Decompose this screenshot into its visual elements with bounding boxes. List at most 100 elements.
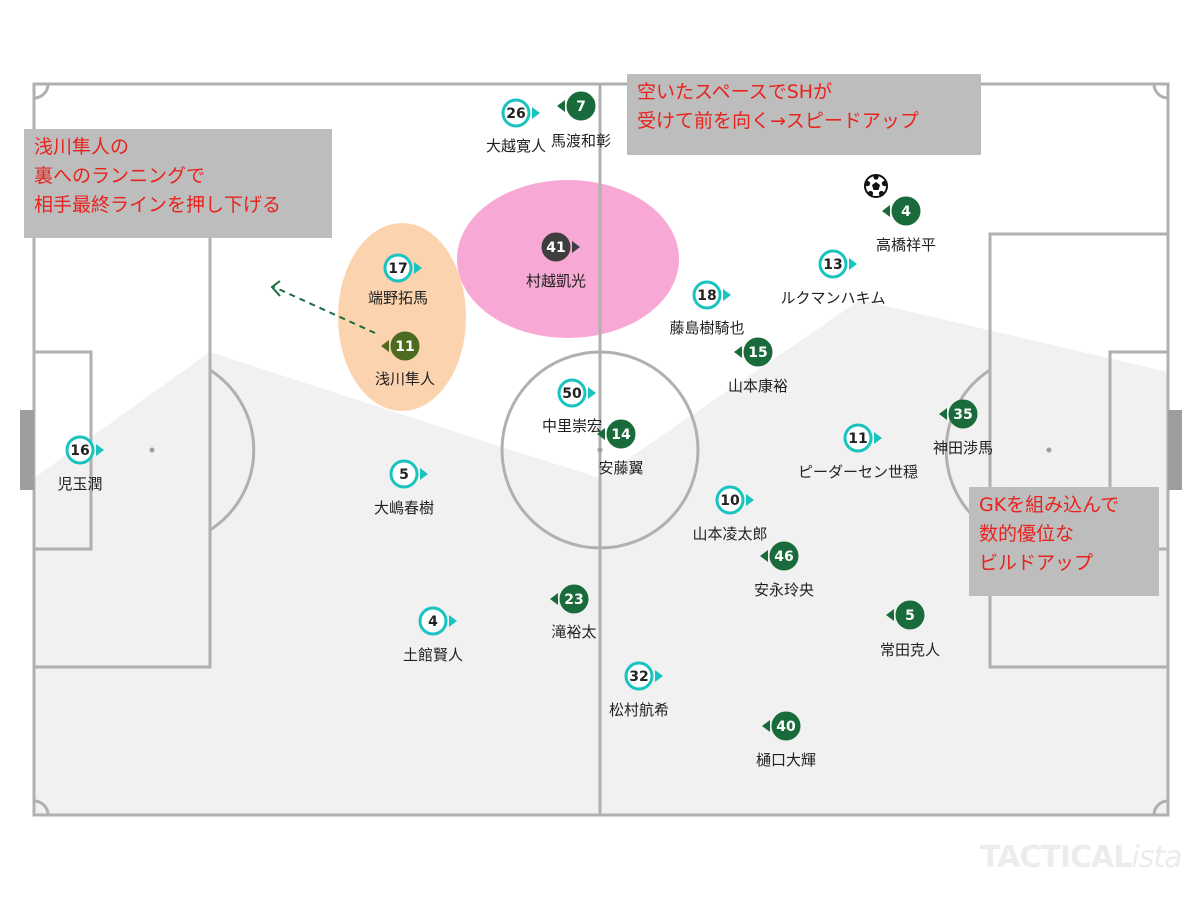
player-circle [948,399,978,429]
direction-arrow-icon [760,550,768,562]
player-marker: 41 村越凱光 [526,232,586,290]
player-name: 安藤翼 [598,459,643,477]
player-name: 安永玲央 [754,581,814,599]
direction-arrow-icon [597,428,605,440]
player-name: 馬渡和彰 [551,132,611,150]
player-name: 山本康裕 [728,377,788,395]
direction-arrow-icon [550,593,558,605]
direction-arrow-icon [882,205,890,217]
run-arrow-head [270,280,281,297]
penalty-spot-right [1046,447,1052,453]
player-number: 40 [776,719,796,735]
note-line: 相手最終ラインを押し下げる [34,194,282,216]
player-circle [692,280,722,310]
direction-arrow-icon [449,615,457,627]
pink-highlight-zone [457,180,679,338]
goal-left [20,410,34,490]
player-circle [559,584,589,614]
player-circle [769,541,799,571]
direction-arrow-icon [874,432,882,444]
note-line: ビルドアップ [979,552,1094,574]
player-number: 11 [395,339,414,355]
note-line: GKを組み込んで [979,494,1120,516]
watermark-logo: TACTICALista [980,840,1182,875]
player-circle [557,378,587,408]
player-number: 32 [629,669,648,685]
note-right: GKを組み込んで 数的優位な ビルドアップ [969,487,1159,596]
player-number: 4 [428,614,438,630]
direction-arrow-icon [381,340,389,352]
player-number: 14 [611,427,631,443]
player-name: 常田克人 [880,641,940,659]
note-top-center: 空いたスペースでSHが 受けて前を向く→スピードアップ [627,74,981,155]
player-circle [541,232,571,262]
player-marker: 7 馬渡和彰 [551,91,611,150]
orange-highlight-zone [338,223,466,411]
direction-arrow-icon [588,387,596,399]
direction-arrow-icon [414,262,422,274]
player-name: 山本凌太郎 [692,525,767,543]
player-number: 15 [748,345,767,361]
player-number: 10 [720,493,740,509]
player-number: 7 [576,99,586,115]
player-name: 樋口大輝 [756,751,816,769]
player-number: 26 [506,106,525,122]
player-circle [624,661,654,691]
note-line: 浅川隼人の [34,136,130,158]
player-number: 11 [848,431,867,447]
direction-arrow-icon [96,444,104,456]
player-name: 村越凱光 [526,272,586,290]
player-name: 藤島樹騎也 [669,319,744,337]
player-name: 児玉潤 [57,475,102,493]
player-circle [390,331,420,361]
direction-arrow-icon [762,720,770,732]
player-circle [818,249,848,279]
direction-arrow-icon [723,289,731,301]
player-marker: 13 ルクマンハキム [780,249,886,307]
player-circle [501,98,531,128]
direction-arrow-icon [849,258,857,270]
player-name: 大嶋春樹 [374,499,434,517]
player-name: ルクマンハキム [780,289,885,307]
player-circle [65,435,95,465]
center-spot [597,447,603,453]
player-number: 23 [564,592,583,608]
note-line: 受けて前を向く→スピードアップ [637,110,919,132]
player-name: 土館賢人 [403,646,463,664]
player-marker: 10 山本凌太郎 [692,485,768,543]
player-marker: 15 山本康裕 [728,337,788,395]
player-circle [418,606,448,636]
note-line: 空いたスペースでSHが [637,81,833,103]
player-circle [843,423,873,453]
goal-right [1168,410,1182,490]
player-name: 大越寛人 [486,137,546,155]
player-marker: 26 大越寛人 [486,98,546,155]
ball-icon [864,174,888,198]
watermark-italic: ista [1131,840,1182,875]
player-circle [715,485,745,515]
player-name: 中里崇宏 [542,417,602,435]
note-top-left: 浅川隼人の 裏へのランニングで 相手最終ラインを押し下げる [24,129,332,238]
direction-arrow-icon [557,100,565,112]
player-name: 滝裕太 [551,623,596,641]
player-circle [743,337,773,367]
direction-arrow-icon [734,346,742,358]
player-number: 13 [823,257,842,273]
player-marker: 4 土館賢人 [403,606,463,664]
watermark-main: TACTICAL [980,840,1132,875]
player-number: 41 [546,240,565,256]
player-circle [606,419,636,449]
